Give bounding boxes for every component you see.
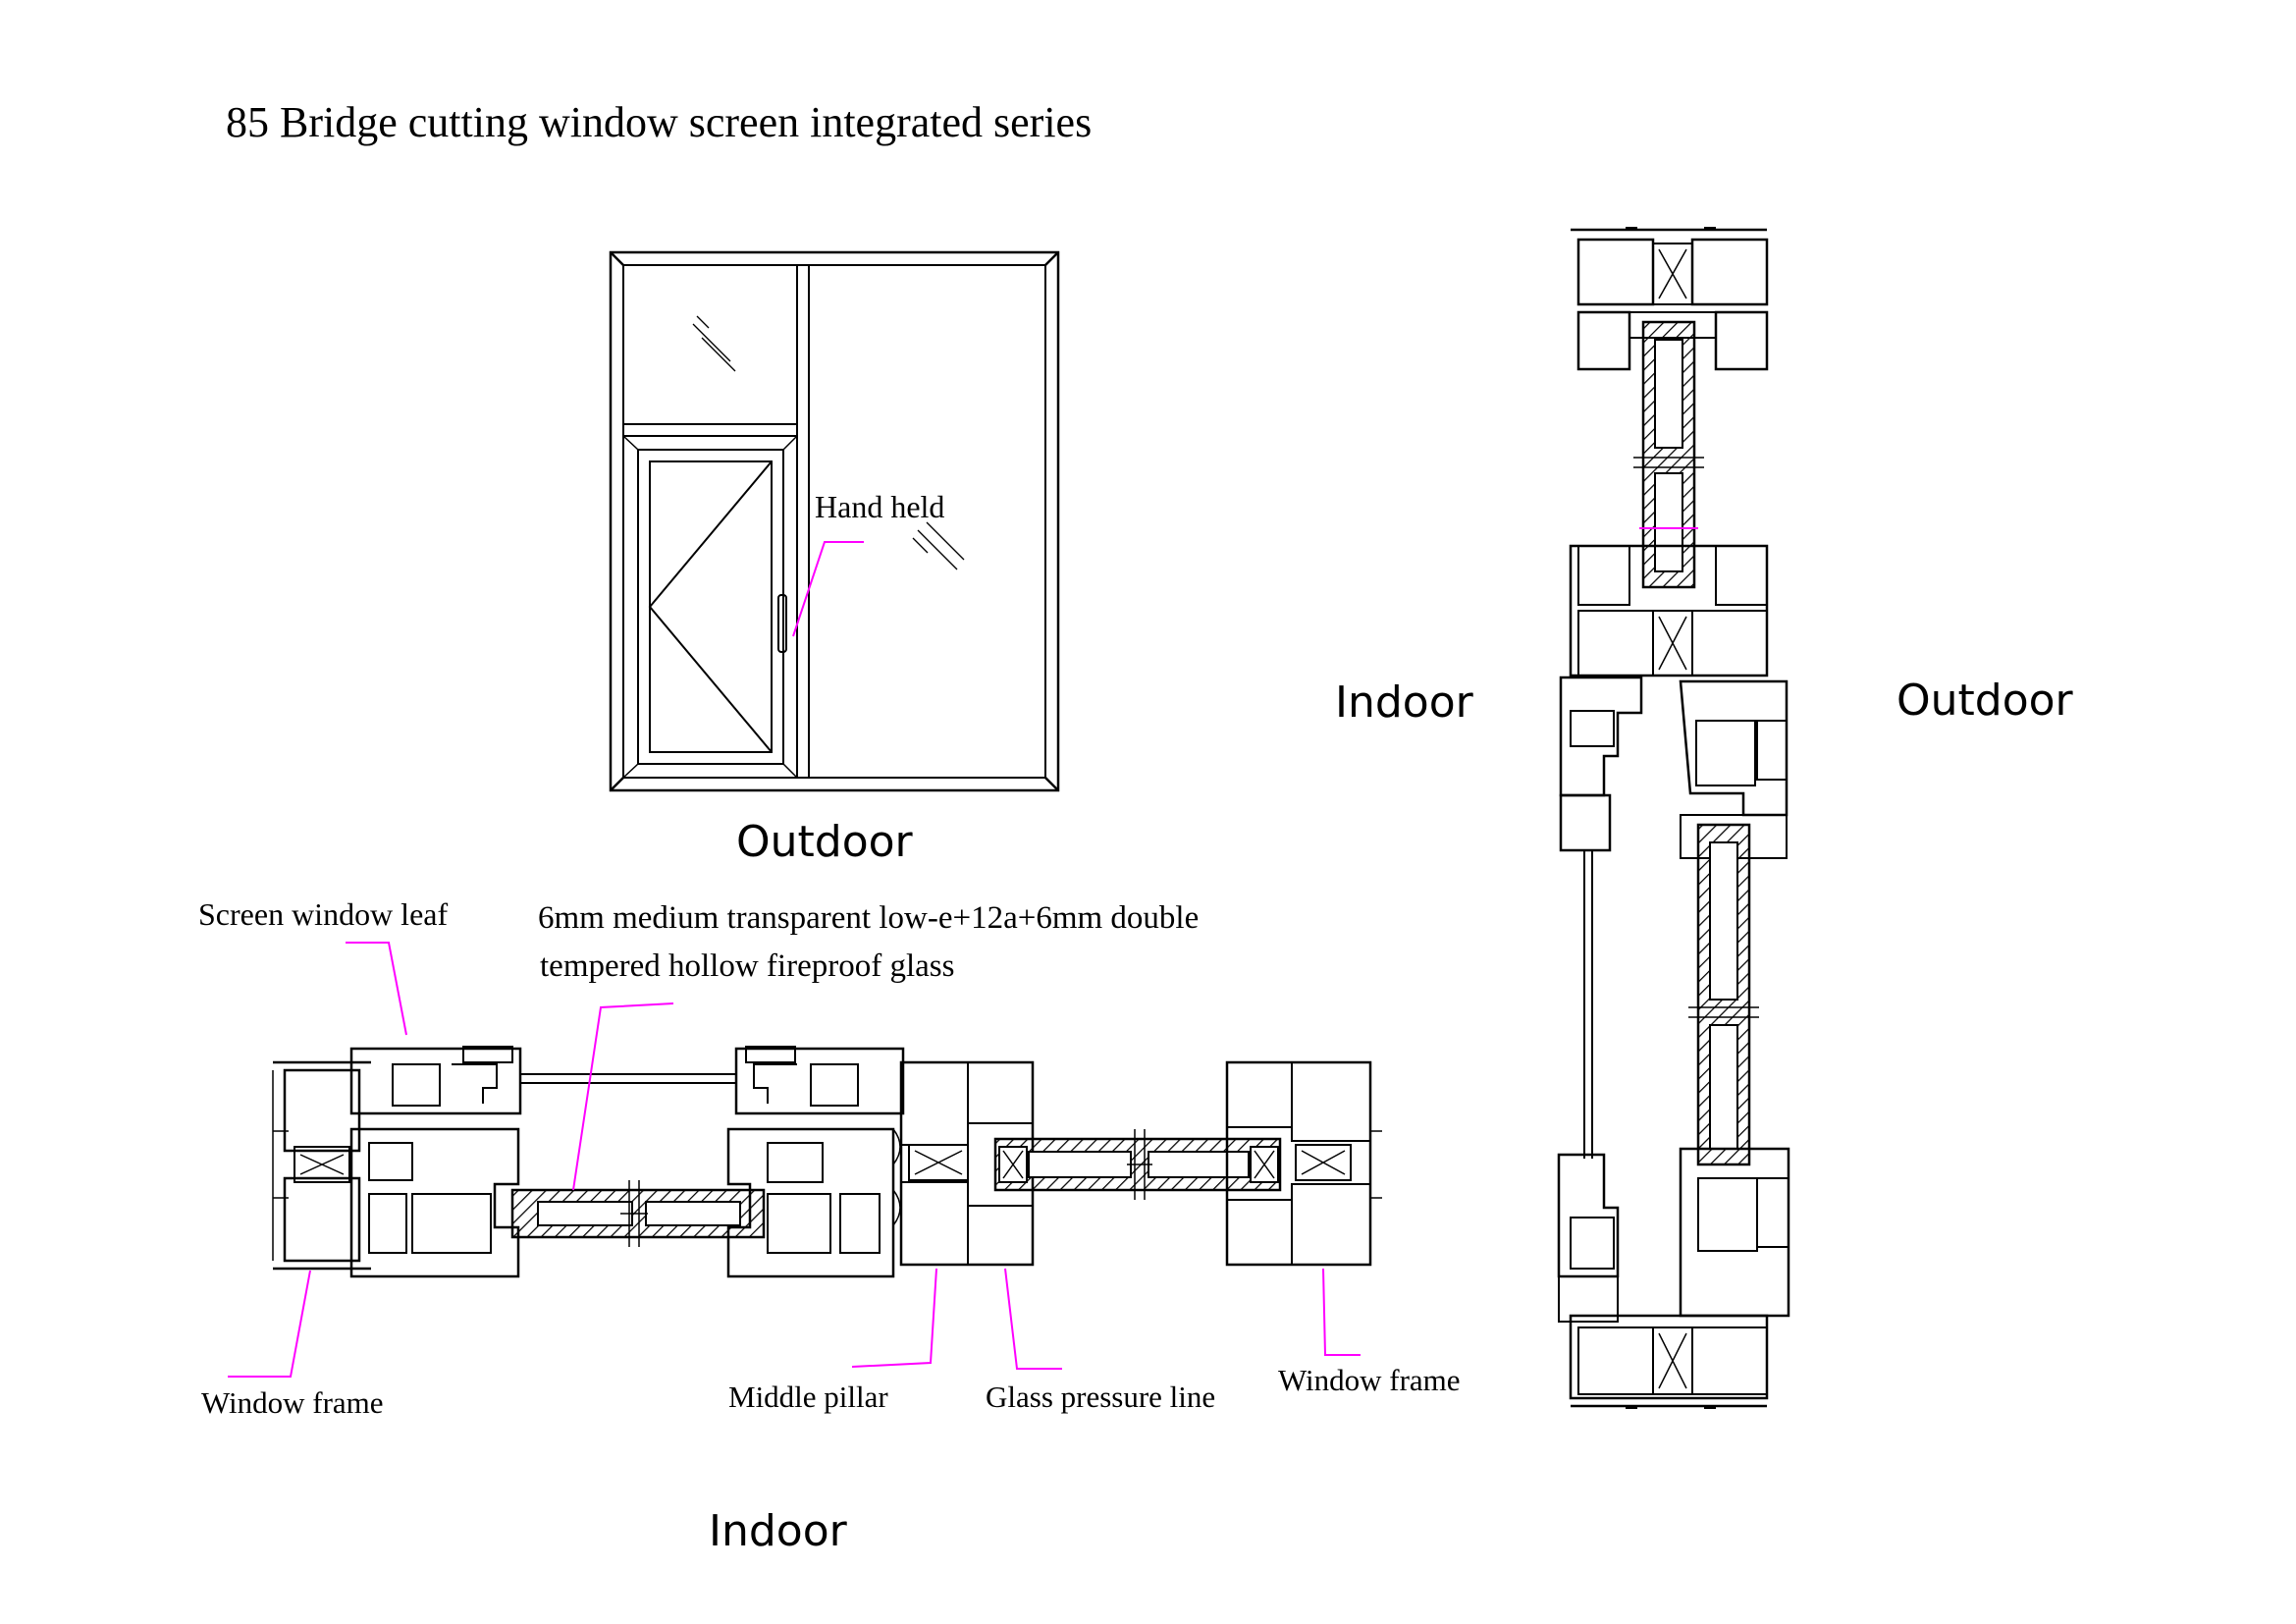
frame-right-label: Window frame	[1278, 1363, 1461, 1397]
center-sash-profile	[726, 1127, 895, 1278]
screen-leaf-right-profile	[734, 1046, 905, 1115]
vertical-indoor-label: Indoor	[1335, 677, 1474, 728]
left-sash-profile	[349, 1127, 520, 1278]
handle-leader	[792, 541, 864, 637]
inner-frame	[622, 264, 1046, 779]
sash-outer	[637, 449, 784, 765]
glass-pressure-leader	[1004, 1268, 1062, 1370]
opening-direction-lines	[648, 460, 773, 753]
outer-frame	[609, 250, 1060, 792]
handle-icon	[777, 594, 787, 653]
glass-label-line1: 6mm medium transparent low-e+12a+6mm dou…	[538, 900, 1199, 936]
frame-right-leader	[1322, 1268, 1361, 1356]
vertical-sash-top-profile	[1559, 676, 1789, 859]
screen-leaf-left-profile	[349, 1046, 736, 1115]
main-glass-unit	[1688, 823, 1759, 1166]
window-elevation	[609, 250, 1060, 792]
glass-unit-right	[993, 1129, 1282, 1200]
middle-pillar-label: Middle pillar	[728, 1380, 888, 1414]
glass-pressure-label: Glass pressure line	[986, 1380, 1215, 1414]
right-window-frame-profile	[1225, 1060, 1382, 1267]
vertical-sash-bottom-profile	[1557, 1147, 1790, 1323]
vertical-outdoor-label: Outdoor	[1896, 676, 2074, 726]
glass-label-line2: tempered hollow fireproof glass	[540, 948, 954, 984]
bottom-frame-profile	[1569, 1314, 1769, 1409]
top-frame-profile	[1571, 227, 1769, 371]
frame-left-leader	[228, 1270, 311, 1378]
sash-inner	[649, 460, 773, 753]
middle-pillar-leader	[851, 1268, 937, 1368]
left-window-frame-profile	[272, 1060, 371, 1271]
middle-pillar-profile	[892, 1060, 1035, 1267]
screen-leaf-leader	[346, 942, 407, 1036]
horizontal-indoor-label: Indoor	[709, 1506, 848, 1556]
screen-leaf-label: Screen window leaf	[198, 896, 448, 932]
vertical-section	[1557, 227, 1790, 1409]
glass-unit-left	[510, 1180, 766, 1247]
glass-leader	[572, 1002, 674, 1191]
frame-left-label: Window frame	[201, 1385, 384, 1420]
horizontal-section	[272, 1046, 1382, 1278]
elevation-outdoor-label: Outdoor	[736, 817, 914, 867]
handle-label: Hand held	[815, 489, 944, 524]
transom-profile	[1569, 544, 1769, 677]
drawing-title: 85 Bridge cutting window screen integrat…	[226, 98, 1092, 146]
top-glass-unit	[1633, 320, 1704, 589]
horizontal-section-leaders	[228, 942, 1361, 1378]
